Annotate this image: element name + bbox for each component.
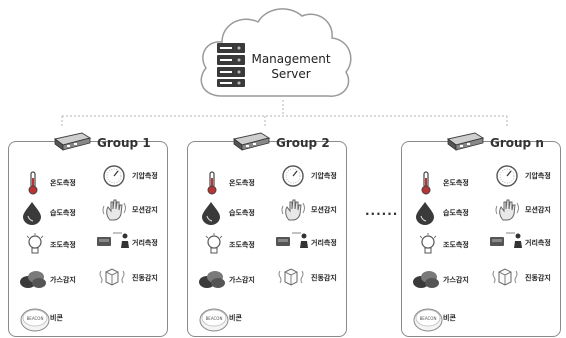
sensor-label: 습도측정 <box>443 209 469 217</box>
beacon-icon: BEACON <box>199 306 229 336</box>
server-rack-icon <box>217 43 245 87</box>
sensor-label: 기압측정 <box>311 172 337 180</box>
motion-hand-icon <box>102 198 128 226</box>
distance-sensor-icon <box>489 231 525 253</box>
gas-cloud-icon <box>19 268 47 294</box>
thermometer-icon <box>418 171 434 199</box>
thermometer-icon <box>25 171 41 199</box>
sensor-label: 조도측정 <box>50 241 76 249</box>
sensor-label: 가스감지 <box>229 276 255 284</box>
sensor-label: 온도측정 <box>229 179 255 187</box>
gas-cloud-icon <box>198 268 226 294</box>
sensor-label: 가스감지 <box>50 276 76 284</box>
sensor-label: 거리측정 <box>311 239 337 247</box>
gas-cloud-icon <box>412 268 440 294</box>
group-title: Group 2 <box>276 136 330 150</box>
sensor-label: 조도측정 <box>443 241 469 249</box>
motion-hand-icon <box>495 198 521 226</box>
thermometer-icon <box>204 171 220 199</box>
sensor-label: 진동감지 <box>525 274 551 282</box>
sensor-label: 모션감지 <box>132 206 158 214</box>
gateway-device-icon <box>445 130 485 156</box>
svg-text:BEACON: BEACON <box>206 316 223 321</box>
barometer-gauge-icon <box>495 164 519 192</box>
sensor-label: 거리측정 <box>525 239 551 247</box>
gateway-device-icon <box>231 130 271 156</box>
sensor-label: 기압측정 <box>525 172 551 180</box>
sensor-label: 진동감지 <box>132 274 158 282</box>
light-bulb-icon <box>25 233 45 261</box>
vibration-box-icon <box>96 266 128 294</box>
barometer-gauge-icon <box>281 164 305 192</box>
barometer-gauge-icon <box>102 164 126 192</box>
sensor-label: 모션감지 <box>311 206 337 214</box>
svg-text:BEACON: BEACON <box>420 316 437 321</box>
vibration-box-icon <box>489 266 521 294</box>
sensor-label: 진동감지 <box>311 274 337 282</box>
server-title-line1: Management <box>251 52 331 66</box>
svg-text:BEACON: BEACON <box>27 316 44 321</box>
motion-hand-icon <box>281 198 307 226</box>
distance-sensor-icon <box>275 231 311 253</box>
vibration-box-icon <box>275 266 307 294</box>
beacon-icon: BEACON <box>413 306 443 336</box>
sensor-label: 조도측정 <box>229 241 255 249</box>
humidity-drop-icon <box>414 201 436 229</box>
sensor-label: 온도측정 <box>50 179 76 187</box>
sensor-label: 기압측정 <box>132 172 158 180</box>
sensor-label: 비콘 <box>443 314 456 322</box>
group-title: Group 1 <box>97 136 151 150</box>
group-title: Group n <box>490 136 544 150</box>
gateway-device-icon <box>52 130 92 156</box>
sensor-label: 가스감지 <box>443 276 469 284</box>
server-title: Management Server <box>246 52 336 82</box>
beacon-icon: BEACON <box>20 306 50 336</box>
sensor-label: 비콘 <box>229 314 242 322</box>
light-bulb-icon <box>204 233 224 261</box>
server-title-line2: Server <box>271 67 311 81</box>
sensor-label: 비콘 <box>50 314 63 322</box>
sensor-label: 습도측정 <box>229 209 255 217</box>
light-bulb-icon <box>418 233 438 261</box>
sensor-label: 온도측정 <box>443 179 469 187</box>
sensor-label: 모션감지 <box>525 206 551 214</box>
sensor-label: 거리측정 <box>132 239 158 247</box>
humidity-drop-icon <box>21 201 43 229</box>
sensor-label: 습도측정 <box>50 209 76 217</box>
more-groups-ellipsis: ...... <box>365 204 399 218</box>
distance-sensor-icon <box>96 231 132 253</box>
humidity-drop-icon <box>200 201 222 229</box>
